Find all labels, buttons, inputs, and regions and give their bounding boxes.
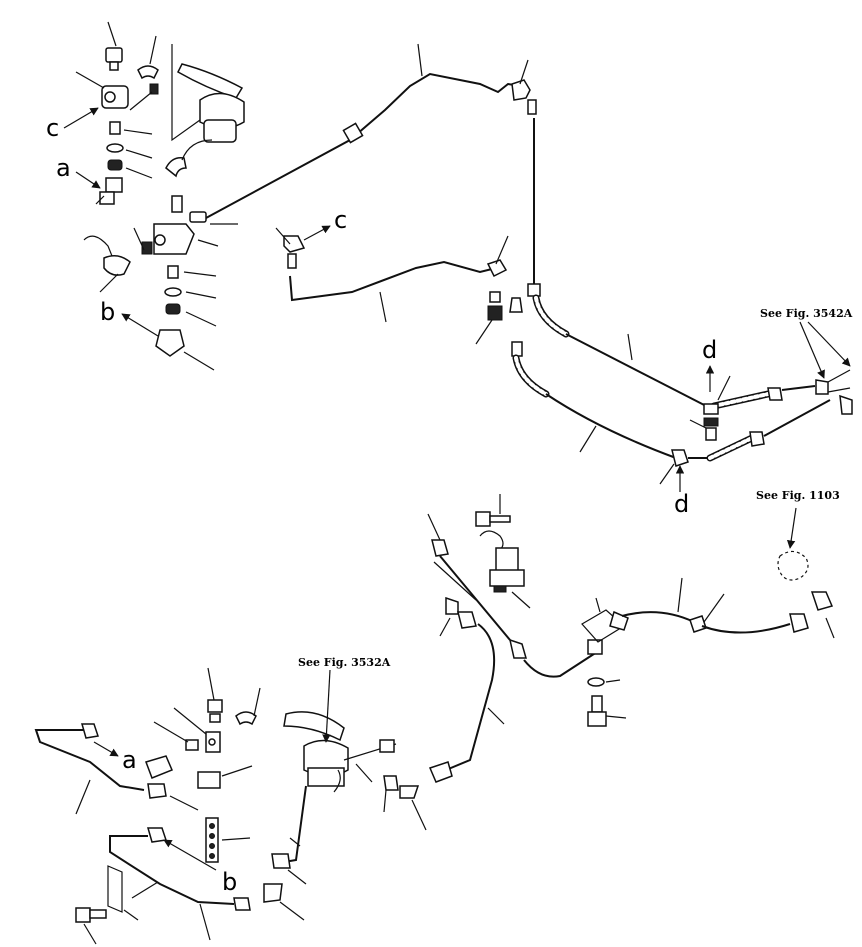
label-group-upper-left: c a b [46,107,159,337]
middle-hose-runs [283,235,831,467]
label-d-upper: d [702,336,717,364]
label-a-upper: a [56,154,71,182]
reference-fig-3532a: See Fig. 3532A [298,656,391,669]
label-group-upper-right: c d d See Fig. 3542A [303,206,853,518]
leader-lines-upper-right [275,43,851,485]
label-b-upper: b [100,298,115,326]
label-a-lower: a [122,746,137,774]
lower-left-assembly [34,699,420,923]
label-c-upper: c [46,114,59,142]
upper-left-valve-stack [83,44,245,357]
label-c-middle: c [334,206,347,234]
label-group-lower: a b See Fig. 1103 See Fig. 3532A [93,489,840,896]
leader-lines-upper-left [75,21,238,371]
label-b-lower: b [222,868,237,896]
upper-pipe-runs [205,72,853,415]
leader-lines-lower-left [75,667,427,945]
reference-fig-3542a: See Fig. 3542A [760,307,853,320]
lower-right-assembly [428,511,834,783]
reference-fig-1103: See Fig. 1103 [756,489,840,502]
leader-lines-lower-right [427,494,835,725]
label-d-lower: d [674,490,689,518]
